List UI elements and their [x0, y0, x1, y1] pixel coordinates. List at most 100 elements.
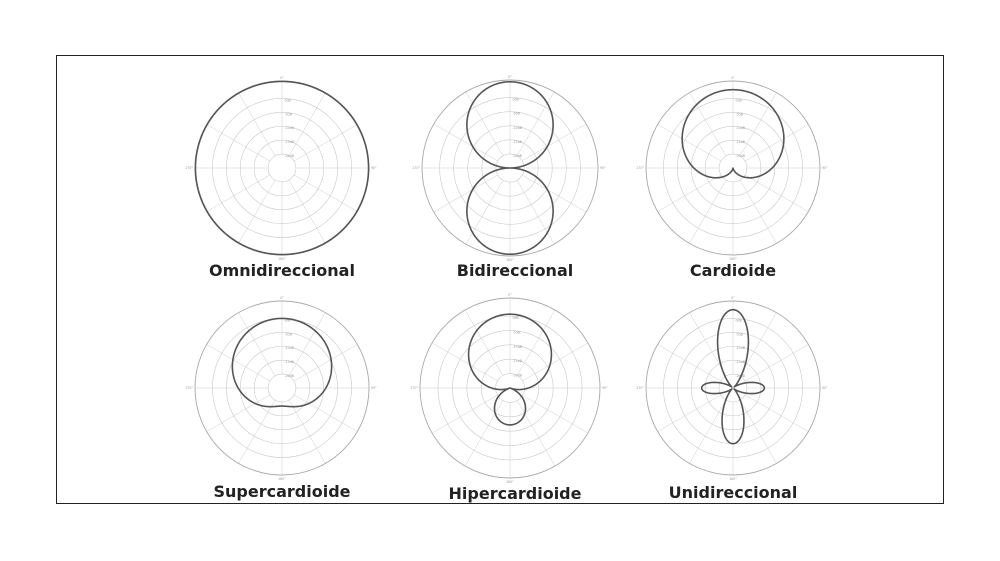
grid-ring — [467, 125, 553, 211]
polar-pattern-curve — [466, 80, 554, 256]
grid-ring — [466, 344, 554, 432]
grid-spoke — [522, 123, 587, 162]
db-tick-label: -15dB — [285, 360, 294, 364]
pattern-label: Hipercardioide — [449, 484, 582, 503]
polar-pattern-curve — [467, 313, 553, 426]
grid-spoke — [739, 399, 777, 464]
angle-tick-label: 180° — [729, 257, 737, 261]
grid-ring — [663, 318, 803, 458]
grid-ring — [645, 80, 821, 256]
grid-ring — [645, 300, 821, 476]
grid-spoke — [431, 342, 498, 382]
angle-tick-label: 270° — [412, 166, 420, 170]
grid-spoke — [293, 344, 358, 382]
grid-spoke — [465, 91, 504, 156]
db-tick-label: -10dB — [285, 126, 294, 130]
angle-tick-label: 180° — [506, 258, 514, 262]
angle-tick-label: 0° — [280, 296, 284, 300]
angle-tick-label: 180° — [729, 477, 737, 481]
grid-ring — [452, 330, 568, 446]
pattern-label: Cardioide — [690, 261, 776, 280]
grid-spoke — [206, 174, 271, 212]
grid-ring — [663, 98, 803, 238]
grid-spoke — [689, 399, 727, 464]
grid-spoke — [522, 174, 587, 213]
db-tick-label: -5dB — [736, 112, 743, 116]
grid-spoke — [744, 394, 809, 432]
grid-ring — [226, 112, 338, 224]
grid-spoke — [288, 179, 326, 244]
db-tick-label: -10dB — [736, 346, 745, 350]
db-tick-label: -15dB — [285, 140, 294, 144]
db-tick-label: -20dB — [513, 154, 522, 158]
db-tick-label: 0dB — [285, 98, 291, 102]
angle-tick-label: 270° — [636, 166, 644, 170]
grid-ring — [419, 297, 601, 479]
grid-spoke — [238, 312, 276, 377]
db-tick-label: -5dB — [285, 112, 292, 116]
angle-tick-label: 270° — [636, 386, 644, 390]
db-tick-label: -5dB — [513, 330, 520, 334]
pattern-label: Bidireccional — [457, 261, 573, 280]
grid-spoke — [288, 92, 326, 157]
grid-ring — [267, 373, 297, 403]
grid-ring — [267, 153, 297, 183]
grid-ring — [704, 359, 762, 417]
grid-ring — [690, 345, 776, 431]
pattern-label: Supercardioide — [214, 482, 351, 501]
polar-pattern-curve — [231, 317, 333, 408]
grid-ring — [253, 139, 311, 197]
angle-tick-label: 270° — [410, 386, 418, 390]
angle-tick-label: 90° — [371, 166, 377, 170]
grid-ring — [212, 98, 352, 238]
db-tick-label: -5dB — [513, 112, 520, 116]
grid-spoke — [293, 174, 358, 212]
angle-tick-label: 0° — [508, 75, 512, 79]
db-tick-label: 0dB — [513, 98, 519, 102]
grid-spoke — [516, 400, 556, 467]
db-tick-label: -20dB — [285, 154, 294, 158]
grid-spoke — [288, 312, 326, 377]
grid-ring — [704, 139, 762, 197]
grid-ring — [439, 97, 581, 239]
grid-spoke — [293, 124, 358, 162]
db-tick-label: -10dB — [285, 346, 294, 350]
grid-spoke — [657, 174, 722, 212]
db-tick-label: -20dB — [736, 154, 745, 158]
grid-spoke — [522, 394, 589, 434]
grid-ring — [690, 125, 776, 211]
grid-spoke — [739, 312, 777, 377]
angle-tick-label: 270° — [185, 166, 193, 170]
db-tick-label: 0dB — [736, 318, 742, 322]
angle-tick-label: 180° — [278, 477, 286, 481]
grid-spoke — [689, 312, 727, 377]
grid-spoke — [744, 174, 809, 212]
grid-spoke — [206, 344, 271, 382]
angle-tick-label: 180° — [506, 480, 514, 484]
db-tick-label: 0dB — [736, 98, 742, 102]
db-tick-label: -15dB — [513, 140, 522, 144]
grid-spoke — [431, 394, 498, 434]
grid-ring — [194, 300, 370, 476]
grid-spoke — [516, 91, 555, 156]
grid-spoke — [288, 399, 326, 464]
angle-tick-label: 270° — [185, 386, 193, 390]
grid-ring — [495, 373, 525, 403]
grid-ring — [495, 153, 525, 183]
db-tick-label: -20dB — [285, 374, 294, 378]
angle-tick-label: 0° — [508, 293, 512, 297]
grid-spoke — [433, 123, 498, 162]
polar-pattern-curve — [681, 88, 785, 179]
db-tick-label: -10dB — [736, 126, 745, 130]
angle-tick-label: 90° — [822, 166, 828, 170]
grid-spoke — [293, 394, 358, 432]
grid-spoke — [206, 394, 271, 432]
grid-ring — [480, 358, 540, 418]
